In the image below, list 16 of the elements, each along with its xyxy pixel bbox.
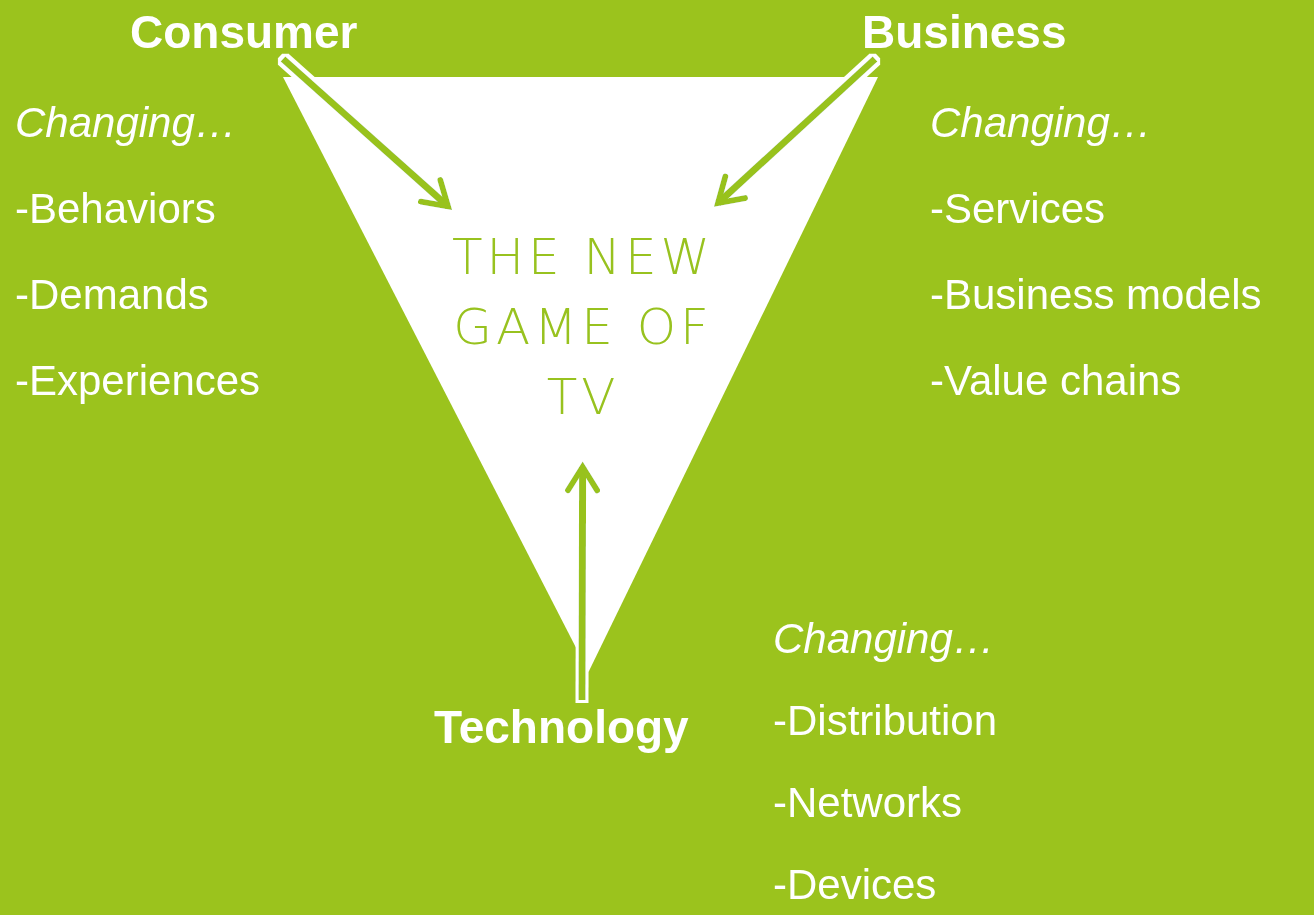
category-heading: Consumer: [130, 5, 358, 59]
list-item: -Behaviors: [15, 184, 216, 234]
list-intro: Changing…: [930, 98, 1152, 148]
list-item: -Devices: [773, 860, 937, 910]
list-item: -Distribution: [773, 696, 998, 746]
category-heading: Business: [862, 5, 1067, 59]
category-heading: Technology: [434, 700, 689, 754]
list-item: -Networks: [773, 778, 963, 828]
list-item: -Business models: [930, 270, 1262, 320]
list-item: -Experiences: [15, 356, 261, 406]
list-item: -Services: [930, 184, 1106, 234]
list-item: -Value chains: [930, 356, 1182, 406]
list-intro: Changing…: [15, 98, 237, 148]
list-item: -Demands: [15, 270, 209, 320]
list-intro: Changing…: [773, 614, 995, 664]
center-title: THE NEW GAME OF TV: [450, 227, 716, 428]
